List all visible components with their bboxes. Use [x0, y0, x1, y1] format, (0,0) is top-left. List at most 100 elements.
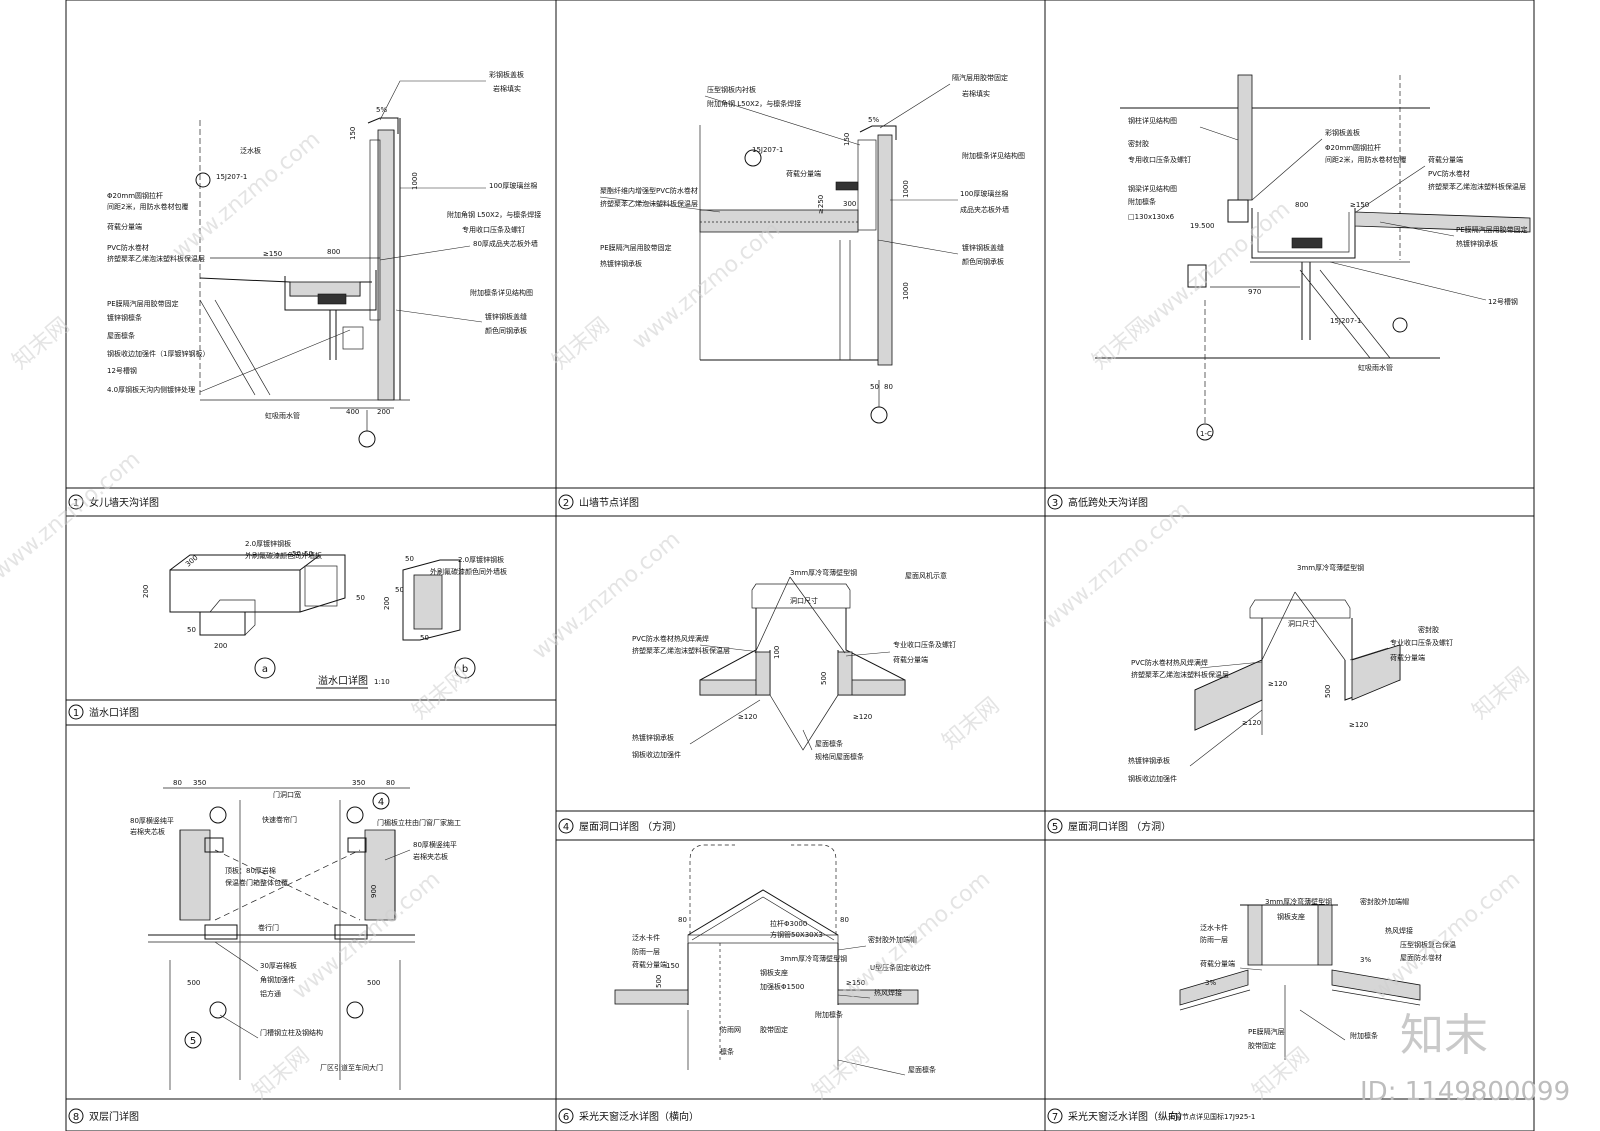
overflow-label-b: b — [462, 664, 468, 675]
p1-note-3: 15J207-1 — [216, 173, 247, 181]
of-dim-7: 50 — [405, 555, 414, 563]
panel-4-notes: 3mm厚冷弯薄壁型钢 屋面风机示意 PVC防水卷材热风焊满焊 挤塑聚苯乙烯泡沫塑… — [632, 568, 956, 761]
of-note-0: 2.0厚镀锌钢板 — [245, 539, 291, 548]
p7-note-1: 钢板支座 — [1277, 912, 1305, 921]
title-4-text: 屋面洞口详图 （方洞） — [579, 820, 682, 833]
p6-note-12: 防雨网 — [720, 1025, 741, 1034]
p4-note-2: PVC防水卷材热风焊满焊 — [632, 634, 709, 643]
p8-note-14: 厂区引道至车间大门 — [320, 1063, 383, 1072]
p5-note-3: 荷载分量端 — [1390, 653, 1425, 662]
p1-note-11: 屋面檩条 — [107, 331, 135, 340]
p6-note-0: 拉杆Φ3000 — [770, 919, 807, 928]
p4-note-9: 规格同屋面檩条 — [815, 752, 864, 761]
title-5-text: 屋面洞口详图 （方洞） — [1068, 820, 1171, 833]
panel-2-notes: 压型钢板内衬板 附加角钢 L50X2，与檩条焊接 15J207-1 荷载分量端 … — [599, 73, 1025, 268]
p1-note-5: 间距2米，用防水卷材包覆 — [107, 202, 188, 211]
title-3-num: 3 — [1052, 498, 1058, 509]
p1-note-20: 镀锌钢板盖缝 — [485, 312, 527, 321]
p3-note-14: 虹吸雨水管 — [1358, 363, 1393, 372]
p3-dim-1: ≥150 — [1350, 201, 1369, 209]
p8-note-10: 30厚岩棉板 — [260, 961, 297, 970]
p1-note-12: 钢板收边加强件（1厚镀锌钢板） — [107, 349, 209, 358]
p4-note-4: 专业收口压条及螺钉 — [893, 640, 956, 649]
p3-note-16: □130x130x6 — [1128, 213, 1175, 221]
p5-note-7: 钢板收边加强件 — [1128, 774, 1177, 783]
p4-note-10: 洞口尺寸 — [790, 596, 818, 605]
panel-3-notes: 钢柱详见结构图 密封胶 专用收口压条及螺钉 钢梁详见结构图 彩钢板盖板 Φ20m… — [1128, 116, 1528, 372]
p6-note-5: 3mm厚冷弯薄壁型钢 — [780, 954, 847, 963]
p5-note-2: 专业收口压条及螺钉 — [1390, 638, 1453, 647]
p2-note-6: PE膜隔汽层用胶带固定 — [600, 243, 672, 252]
title-4: 4 屋面洞口详图 （方洞） — [558, 818, 682, 834]
of-dim-8: 50 — [395, 586, 404, 594]
p2-dim-7: 80 — [884, 383, 893, 391]
p8-note-5: 80厚横竖纯平 — [413, 840, 457, 849]
of-title: 溢水口详图 — [318, 674, 368, 687]
title-4-num: 4 — [563, 822, 569, 833]
p5-note-5: 挤塑聚苯乙烯泡沫塑料板保温层 — [1131, 670, 1229, 679]
panel-7-drawing — [1179, 904, 1421, 1060]
p3-note-0: 钢柱详见结构图 — [1128, 116, 1177, 125]
p6-note-1: 方钢管50X30X3 — [770, 930, 823, 939]
of-dim-2: 50 — [304, 550, 313, 558]
p6-note-6: 荷载分量端 — [632, 960, 667, 969]
p3-note-4: 彩钢板盖板 — [1325, 128, 1360, 137]
p2-note-7: 热镀锌钢承板 — [600, 259, 642, 268]
sheet-frame — [65, 0, 1535, 1131]
of-dim-5: 200 — [214, 642, 227, 650]
p7-dim-1: 3% — [1360, 956, 1371, 964]
p8-note-6: 岩棉夹芯板 — [413, 852, 448, 861]
p6-note-4: 密封胶外加端帽 — [868, 935, 917, 944]
p4-note-1: 屋面风机示意 — [905, 571, 947, 580]
p1-note-22: 虹吸雨水管 — [265, 411, 300, 420]
p1-note-8: 挤塑聚苯乙烯泡沫塑料板保温层 — [107, 254, 205, 263]
p7-dim-0: 3% — [1205, 979, 1216, 987]
p3-note-6: 间距2米，用防水卷材包覆 — [1325, 155, 1406, 164]
wm-site-2: www.znzmo.com — [628, 217, 785, 355]
p4-dim-1: 500 — [820, 672, 828, 685]
p6-note-8: 钢板支座 — [760, 968, 788, 977]
wm-id: ID: 1149800099 — [1360, 1077, 1570, 1107]
p3-note-15: 附加檩条 — [1128, 197, 1156, 206]
p1-note-21: 颜色同钢承板 — [485, 326, 527, 335]
p8-note-13: 门槽钢立柱及钢结构 — [260, 1028, 323, 1037]
p2-note-11: 100厚玻璃丝棉 — [960, 189, 1008, 198]
wm-cn-7: 知末网 — [248, 1043, 315, 1105]
p1-note-18: 80厚成品夹芯板外墙 — [473, 239, 538, 248]
p8-note-11: 角钢加强件 — [260, 975, 295, 984]
p2-dim-4: 1000 — [902, 180, 910, 198]
wm-cn-8: 知末网 — [808, 1043, 875, 1105]
p3-note-5: Φ20mm圆钢拉杆 — [1325, 143, 1381, 152]
title-overflow-num: 1 — [73, 708, 79, 719]
p2-dim-1: 150 — [843, 133, 851, 146]
p6-dim-0: 80 — [678, 916, 687, 924]
p3-note-11: 热镀锌钢承板 — [1456, 239, 1498, 248]
p6-note-11: 附加檩条 — [815, 1010, 843, 1019]
p7-note-3: 泛水卡件 — [1200, 923, 1228, 932]
p8-dim-3: 80 — [386, 779, 395, 787]
panel-7-notes: 3mm厚冷弯薄壁型钢 钢板支座 密封胶外加端帽 泛水卡件 防雨一层 热风焊接 压… — [1200, 897, 1456, 1050]
p3-note-9: 挤塑聚苯乙烯泡沫塑料板保温层 — [1428, 182, 1526, 191]
panel-8-dims: 80 350 350 80 900 500 500 — [173, 779, 395, 987]
p1-note-19: 附加檩条详见结构图 — [470, 288, 533, 297]
p1-dim-2: 1000 — [411, 172, 419, 190]
p1-note-1: 岩棉填实 — [493, 84, 521, 93]
p1-note-13: 12号槽钢 — [107, 366, 137, 375]
p6-note-7: U型压条固定收边件 — [870, 963, 931, 972]
p2-note-5: 挤塑聚苯乙烯泡沫塑料板保温层 — [600, 199, 698, 208]
p2-note-13: 镀锌钢板盖缝 — [962, 243, 1004, 252]
p4-note-6: 热镀锌钢承板 — [632, 733, 674, 742]
title-2: 2 山墙节点详图 — [558, 494, 639, 510]
p2-note-14: 颜色同钢承板 — [962, 257, 1004, 266]
p4-dim-3: ≥120 — [853, 713, 872, 721]
p6-note-15: 屋面檩条 — [908, 1065, 936, 1074]
p4-note-3: 挤塑聚苯乙烯泡沫塑料板保温层 — [632, 646, 730, 655]
p1-note-15: 100厚玻璃丝棉 — [489, 181, 537, 190]
panel-1-dims: 5% 150 1000 800 ≥150 400 200 — [263, 106, 419, 416]
p5-note-6: 热镀锌钢承板 — [1128, 756, 1170, 765]
p5-dim-2: ≥120 — [1242, 719, 1261, 727]
p1-dim-4: ≥150 — [263, 250, 282, 258]
title-5: 5 屋面洞口详图 （方洞） — [1047, 818, 1171, 834]
p8-note-7: 顶板：80厚岩棉 — [225, 866, 276, 875]
p8-note-9: 卷行门 — [258, 923, 279, 932]
